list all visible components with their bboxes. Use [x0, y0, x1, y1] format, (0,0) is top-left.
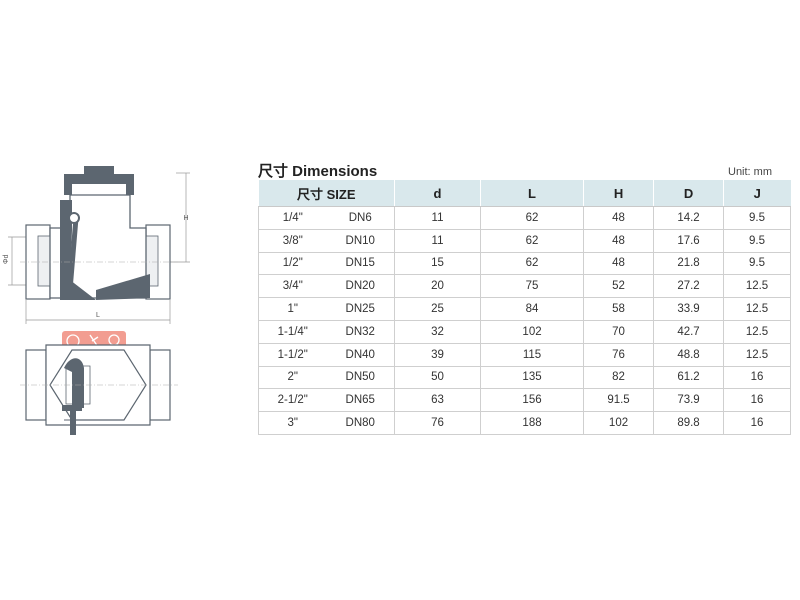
cell-size-dn: DN32 [326, 320, 396, 344]
cell-size-dn: DN80 [326, 411, 396, 435]
cell-value-L: 62 [480, 252, 585, 276]
cell-value-D: 17.6 [653, 229, 725, 253]
column-header-L: L [480, 180, 585, 207]
column-header-J: J [723, 180, 791, 207]
cell-value-L: 135 [480, 366, 585, 390]
cell-value-J: 9.5 [723, 229, 792, 253]
cell-value-H: 82 [583, 366, 655, 390]
cell-value-D: 21.8 [653, 252, 725, 276]
cell-value-D: 14.2 [653, 206, 725, 230]
cell-size-dn: DN50 [326, 366, 396, 390]
valve-section-drawing: H Φd L [3, 166, 190, 324]
cell-value-d: 63 [394, 388, 482, 413]
cell-value-H: 91.5 [583, 388, 655, 413]
page-title: 尺寸 Dimensions [258, 163, 378, 180]
cell-size-inch: 1-1/2" [258, 343, 327, 367]
cell-size-inch: 1/4" [258, 206, 327, 230]
cell-size-inch: 3" [258, 411, 327, 435]
cell-value-d: 20 [394, 274, 482, 299]
cell-value-d: 11 [394, 229, 482, 253]
dimension-d-label: Φd [3, 254, 10, 264]
cell-value-d: 25 [394, 297, 482, 321]
cell-value-d: 50 [394, 366, 482, 390]
cell-value-H: 52 [583, 274, 655, 299]
cell-size-inch: 2-1/2" [258, 388, 327, 413]
cell-size-dn: DN6 [326, 206, 396, 230]
cell-value-J: 16 [723, 388, 792, 413]
cell-value-D: 89.8 [653, 411, 725, 435]
cell-value-L: 62 [480, 206, 585, 230]
cell-value-d: 39 [394, 343, 482, 367]
cell-size-inch: 1-1/4" [258, 320, 327, 344]
cell-value-J: 16 [723, 411, 792, 435]
cell-size-inch: 3/8" [258, 229, 327, 253]
cell-size-dn: DN20 [326, 274, 396, 299]
dimension-L-label: L [96, 312, 100, 319]
cell-size-dn: DN25 [326, 297, 396, 321]
cell-value-H: 70 [583, 320, 655, 344]
cell-value-D: 42.7 [653, 320, 725, 344]
cell-value-L: 75 [480, 274, 585, 299]
cell-value-H: 48 [583, 252, 655, 276]
cell-value-D: 27.2 [653, 274, 725, 299]
column-header-D: D [653, 180, 725, 207]
cell-size-inch: 3/4" [258, 274, 327, 299]
cell-value-D: 33.9 [653, 297, 725, 321]
cell-value-d: 11 [394, 206, 482, 230]
cell-value-L: 115 [480, 343, 585, 367]
cell-value-d: 76 [394, 411, 482, 435]
cell-value-d: 32 [394, 320, 482, 344]
cell-value-J: 12.5 [723, 274, 792, 299]
cell-value-L: 62 [480, 229, 585, 253]
cell-value-J: 12.5 [723, 297, 792, 321]
cell-value-H: 48 [583, 206, 655, 230]
cell-size-inch: 1/2" [258, 252, 327, 276]
cell-value-J: 12.5 [723, 343, 792, 367]
unit-label: Unit: mm [728, 166, 772, 178]
cell-size-dn: DN15 [326, 252, 396, 276]
table-header-row: 尺寸 SIZE d L H D J [258, 180, 791, 207]
cell-value-L: 84 [480, 297, 585, 321]
cell-value-L: 188 [480, 411, 585, 435]
cell-value-H: 102 [583, 411, 655, 435]
cell-size-inch: 2" [258, 366, 327, 390]
cell-value-H: 58 [583, 297, 655, 321]
cell-size-inch: 1" [258, 297, 327, 321]
cell-size-dn: DN10 [326, 229, 396, 253]
cell-size-dn: DN65 [326, 388, 396, 413]
cell-value-H: 76 [583, 343, 655, 367]
cell-value-J: 9.5 [723, 206, 792, 230]
cell-value-J: 12.5 [723, 320, 792, 344]
cell-value-L: 102 [480, 320, 585, 344]
cell-value-d: 15 [394, 252, 482, 276]
cell-value-J: 9.5 [723, 252, 792, 276]
cell-value-H: 48 [583, 229, 655, 253]
cell-value-L: 156 [480, 388, 585, 413]
valve-external-drawing [20, 344, 178, 435]
cell-value-J: 16 [723, 366, 792, 390]
dimension-H-label: H [183, 215, 188, 222]
column-header-size: 尺寸 SIZE [258, 180, 396, 207]
column-header-H: H [583, 180, 655, 207]
cell-value-D: 73.9 [653, 388, 725, 413]
cell-size-dn: DN40 [326, 343, 396, 367]
column-header-d: d [394, 180, 482, 207]
cell-value-D: 61.2 [653, 366, 725, 390]
cell-value-D: 48.8 [653, 343, 725, 367]
